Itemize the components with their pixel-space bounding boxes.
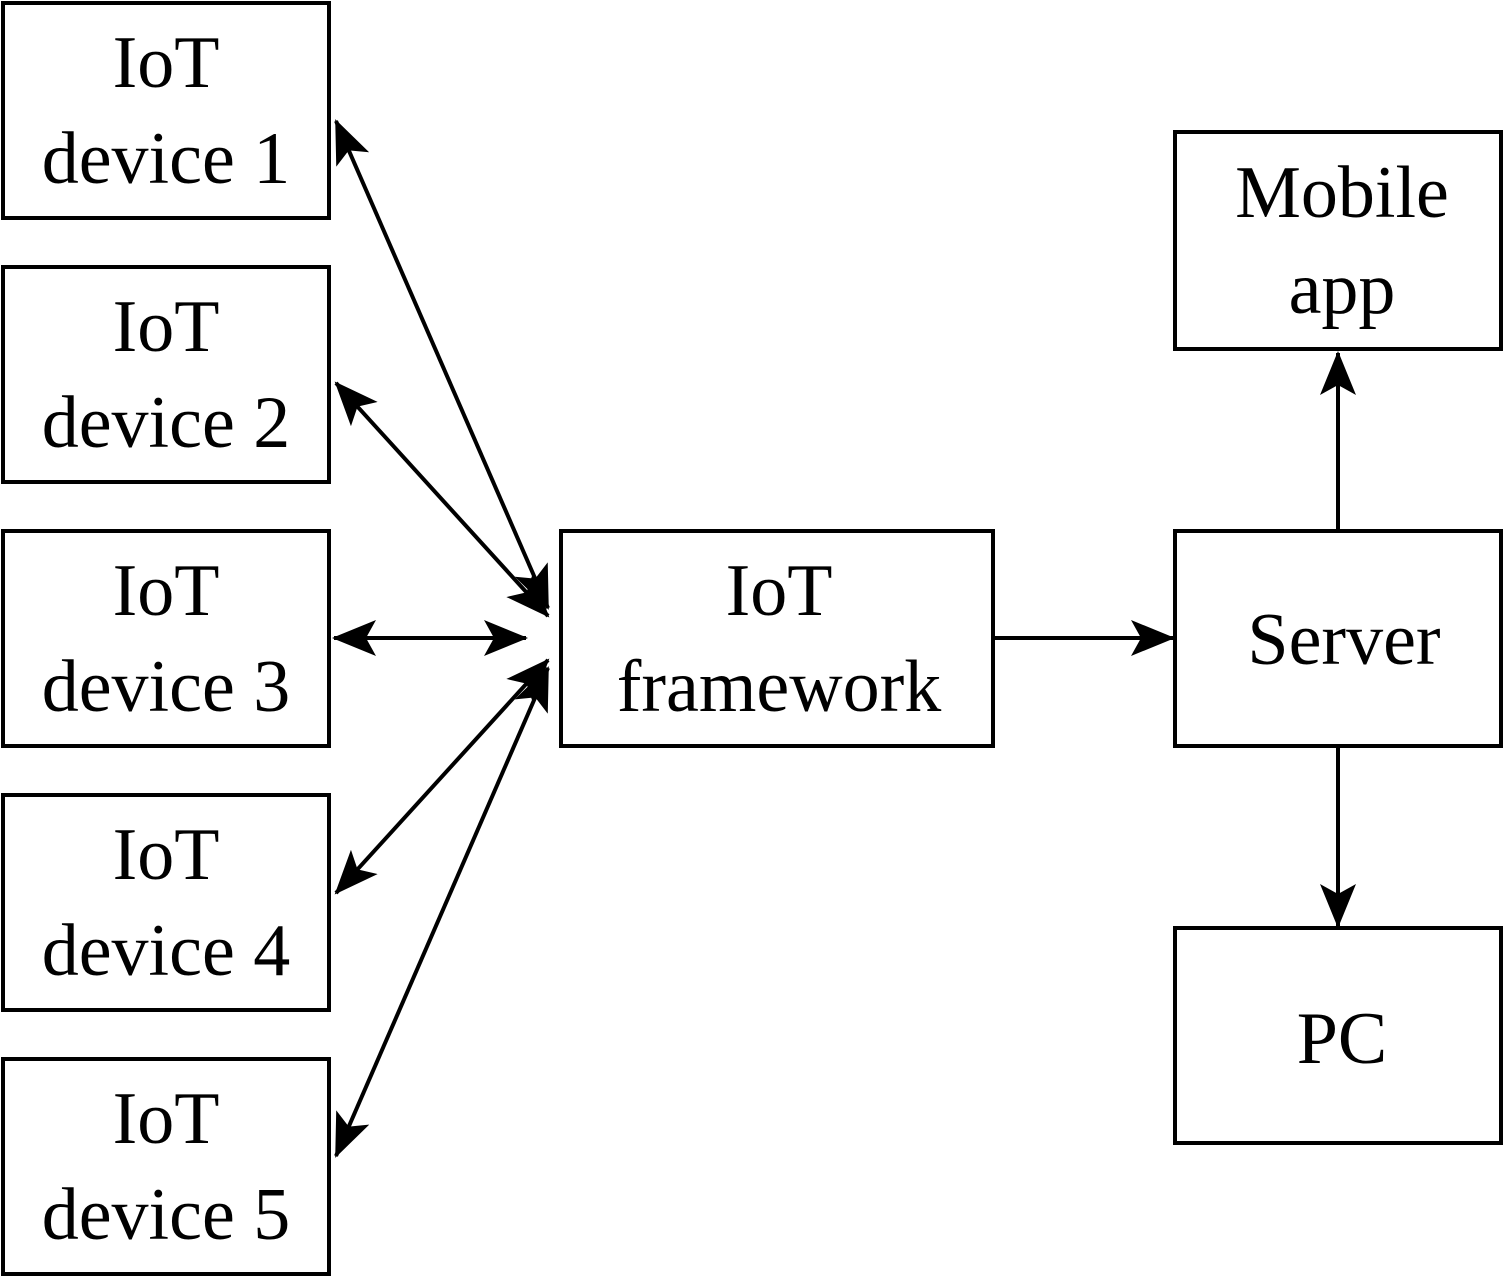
iot-framework-box (559, 529, 995, 748)
iot-device-4-node: IoT device 4 (1, 793, 331, 1012)
iot-device-1-box (1, 1, 331, 220)
arrow-framework-to-device4 (334, 658, 550, 895)
edges (332, 119, 1356, 1158)
iot-device-3-node: IoT device 3 (1, 529, 331, 748)
pc-box (1173, 926, 1503, 1145)
iot-device-4-label-line2: device 4 (42, 910, 291, 992)
mobile-app-label-line2: app (1289, 248, 1396, 330)
iot-device-2-box (1, 265, 331, 484)
mobile-app-node: Mobile app (1173, 130, 1503, 351)
pc-node: PC (1173, 926, 1503, 1145)
iot-device-2-label-line2: device 2 (42, 382, 291, 464)
iot-framework-node: IoT framework (559, 529, 995, 748)
iot-device-2-node: IoT device 2 (1, 265, 331, 484)
iot-device-5-node: IoT device 5 (1, 1057, 331, 1276)
iot-device-3-box (1, 529, 331, 748)
arrow-framework-to-device5 (334, 666, 550, 1158)
arrow-framework-to-device1 (334, 119, 550, 610)
server-box (1173, 529, 1503, 748)
arrow-framework-to-device2 (334, 381, 550, 618)
iot-device-3-label-line1: IoT (113, 550, 220, 632)
iot-device-1-label-line2: device 1 (42, 118, 291, 200)
server-node: Server (1173, 529, 1503, 748)
iot-device-5-label-line2: device 5 (42, 1174, 291, 1256)
iot-device-3-label-line2: device 3 (42, 646, 291, 728)
mobile-app-label-line1: Mobile (1235, 152, 1449, 234)
mobile-app-box (1173, 130, 1503, 351)
iot-framework-label-line1: IoT (726, 550, 833, 632)
iot-device-5-box (1, 1057, 331, 1276)
iot-device-1-label-line1: IoT (113, 22, 220, 104)
iot-device-2-label-line1: IoT (113, 286, 220, 368)
pc-label: PC (1297, 998, 1388, 1080)
iot-framework-label-line2: framework (617, 646, 942, 728)
iot-device-4-box (1, 793, 331, 1012)
server-label: Server (1247, 599, 1440, 681)
iot-device-1-node: IoT device 1 (1, 1, 331, 220)
iot-device-5-label-line1: IoT (113, 1078, 220, 1160)
iot-device-4-label-line1: IoT (113, 814, 220, 896)
